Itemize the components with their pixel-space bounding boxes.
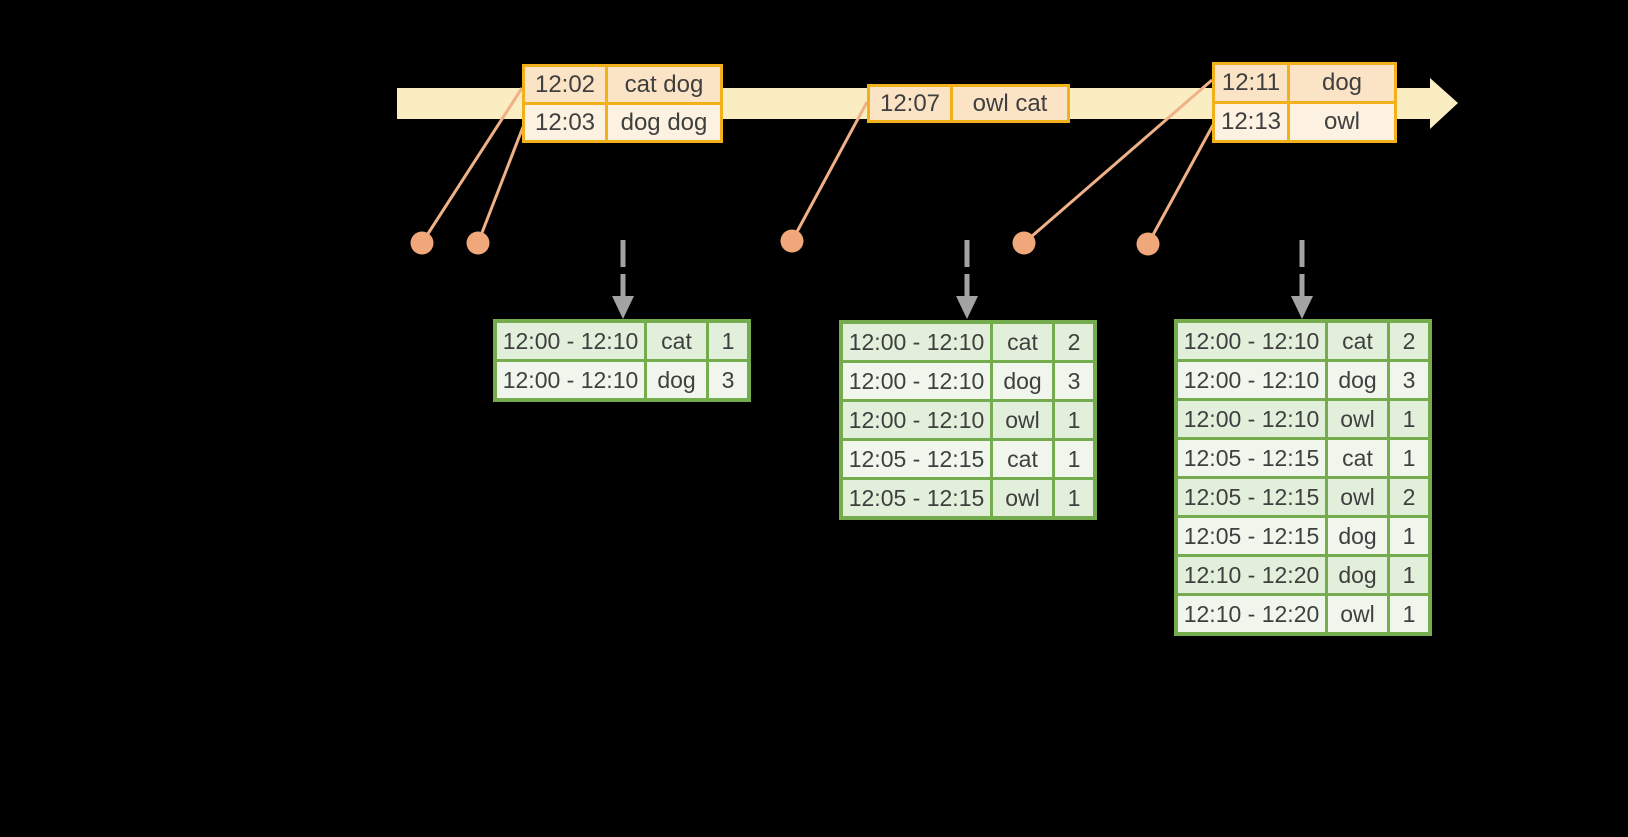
window-cell: 12:05 - 12:15 — [843, 480, 990, 516]
result-table-2: 12:00 - 12:10 cat 2 12:00 - 12:10 dog 3 … — [839, 320, 1097, 520]
trigger-arrow-3 — [1291, 240, 1313, 319]
word-cell: owl — [1328, 479, 1387, 515]
count-cell: 3 — [709, 362, 747, 398]
event-words-cell: cat dog — [608, 67, 720, 102]
event-dot-4 — [1012, 231, 1036, 255]
event-box-1: 12:02 cat dog 12:03 dog dog — [522, 64, 723, 143]
event-connector-line-5 — [1146, 124, 1215, 245]
word-cell: owl — [1328, 401, 1387, 437]
window-cell: 12:05 - 12:15 — [1178, 479, 1325, 515]
word-cell: dog — [1328, 557, 1387, 593]
timeline-arrowhead-icon — [1430, 78, 1458, 129]
word-cell: cat — [647, 323, 706, 359]
count-cell: 1 — [1390, 596, 1428, 632]
word-cell: owl — [993, 402, 1052, 438]
window-cell: 12:10 - 12:20 — [1178, 596, 1325, 632]
window-cell: 12:05 - 12:15 — [843, 441, 990, 477]
count-cell: 3 — [1055, 363, 1093, 399]
event-connector-line-4 — [1023, 78, 1213, 245]
word-cell: owl — [1328, 596, 1387, 632]
count-cell: 1 — [1390, 518, 1428, 554]
event-dot-5 — [1136, 232, 1160, 256]
window-cell: 12:00 - 12:10 — [843, 363, 990, 399]
event-time-cell: 12:03 — [525, 105, 605, 140]
event-time-cell: 12:07 — [870, 87, 950, 120]
window-cell: 12:05 - 12:15 — [1178, 440, 1325, 476]
event-time-cell: 12:13 — [1215, 104, 1287, 140]
count-cell: 2 — [1055, 324, 1093, 360]
word-cell: dog — [647, 362, 706, 398]
word-cell: dog — [1328, 518, 1387, 554]
event-box-3: 12:11 dog 12:13 owl — [1212, 62, 1397, 143]
arrow-down-icon — [1291, 296, 1313, 319]
result-table-1: 12:00 - 12:10 cat 1 12:00 - 12:10 dog 3 — [493, 319, 751, 402]
count-cell: 1 — [1055, 480, 1093, 516]
event-connector-line-1 — [420, 87, 524, 244]
count-cell: 1 — [1390, 557, 1428, 593]
window-cell: 12:00 - 12:10 — [1178, 401, 1325, 437]
event-words-cell: dog — [1290, 65, 1394, 101]
word-cell: owl — [993, 480, 1052, 516]
window-cell: 12:00 - 12:10 — [1178, 362, 1325, 398]
word-cell: dog — [993, 363, 1052, 399]
event-connector-line-3 — [790, 101, 869, 242]
window-cell: 12:10 - 12:20 — [1178, 557, 1325, 593]
count-cell: 2 — [1390, 479, 1428, 515]
count-cell: 3 — [1390, 362, 1428, 398]
event-connector-line-2 — [476, 126, 525, 244]
count-cell: 1 — [1055, 441, 1093, 477]
event-words-cell: owl — [1290, 104, 1394, 140]
event-dot-1 — [410, 231, 434, 255]
arrow-down-icon — [612, 296, 634, 319]
word-cell: cat — [1328, 440, 1387, 476]
arrow-down-icon — [956, 296, 978, 319]
event-dot-2 — [466, 231, 490, 255]
window-cell: 12:00 - 12:10 — [497, 362, 644, 398]
word-cell: cat — [993, 324, 1052, 360]
word-cell: dog — [1328, 362, 1387, 398]
window-cell: 12:05 - 12:15 — [1178, 518, 1325, 554]
event-words-cell: dog dog — [608, 105, 720, 140]
count-cell: 2 — [1390, 323, 1428, 359]
window-cell: 12:00 - 12:10 — [497, 323, 644, 359]
event-box-2: 12:07 owl cat — [867, 84, 1070, 123]
window-cell: 12:00 - 12:10 — [843, 402, 990, 438]
count-cell: 1 — [1055, 402, 1093, 438]
event-dot-3 — [780, 229, 804, 253]
event-words-cell: owl cat — [953, 87, 1067, 120]
count-cell: 1 — [709, 323, 747, 359]
window-cell: 12:00 - 12:10 — [1178, 323, 1325, 359]
result-table-3: 12:00 - 12:10 cat 2 12:00 - 12:10 dog 3 … — [1174, 319, 1432, 636]
trigger-arrow-1 — [612, 240, 634, 319]
trigger-arrow-2 — [956, 240, 978, 319]
word-cell: cat — [993, 441, 1052, 477]
word-cell: cat — [1328, 323, 1387, 359]
window-cell: 12:00 - 12:10 — [843, 324, 990, 360]
count-cell: 1 — [1390, 401, 1428, 437]
event-time-cell: 12:11 — [1215, 65, 1287, 101]
count-cell: 1 — [1390, 440, 1428, 476]
event-time-cell: 12:02 — [525, 67, 605, 102]
